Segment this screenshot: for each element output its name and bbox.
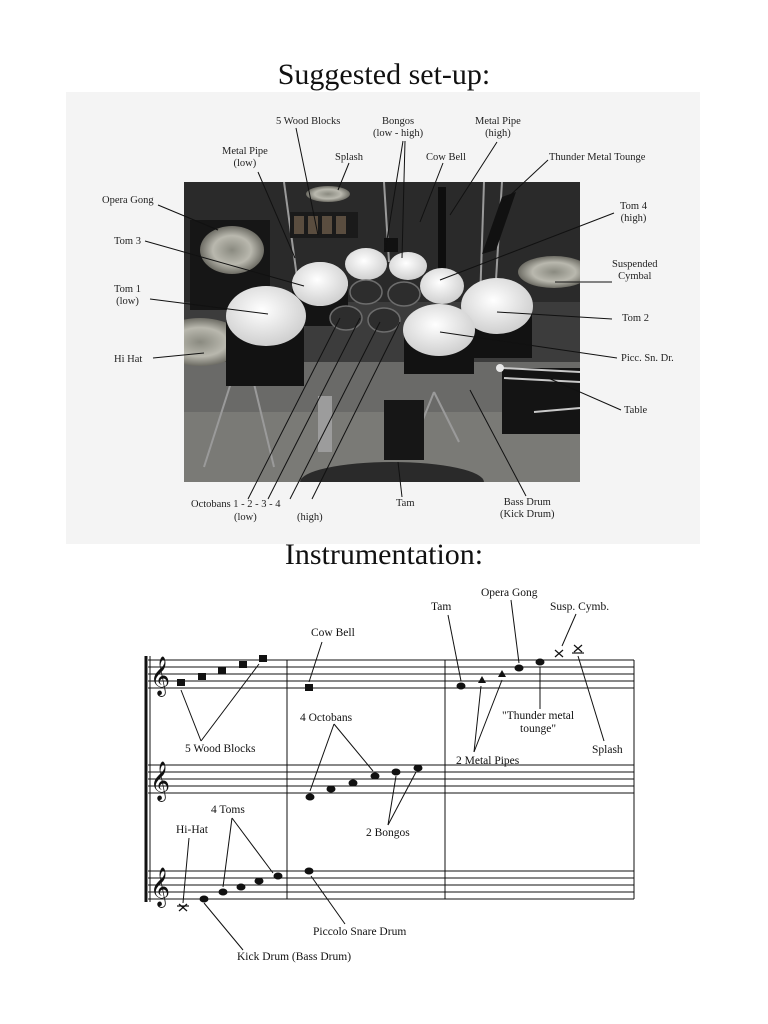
label-metal-pipe-low-line2: (low) — [233, 158, 257, 169]
label-tom1-line1: Tom 1 — [114, 284, 141, 295]
label-hi-hat: Hi Hat — [114, 354, 143, 365]
score-label-thunder-line2: tounge" — [520, 723, 557, 735]
label-tom1: Tom 1 (low) — [114, 284, 141, 308]
label-tom1-line2: (low) — [116, 296, 139, 307]
label-tom4-line2: (high) — [620, 213, 647, 224]
score-label-piccolo: Piccolo Snare Drum — [313, 926, 407, 938]
score-label-susp-cymb: Susp. Cymb. — [550, 601, 610, 613]
notes — [177, 655, 545, 903]
treble-clef-icon: 𝄞 — [150, 867, 170, 908]
staff-lines — [148, 659, 634, 900]
label-bongos: Bongos (low - high) — [373, 116, 423, 140]
score-label-bongos: 2 Bongos — [366, 827, 410, 839]
label-bongos-line1: Bongos — [382, 116, 415, 127]
score-label-metal-pipes: 2 Metal Pipes — [456, 755, 520, 767]
label-suspended-cymbal: Suspended Cymbal — [612, 259, 658, 283]
score-label-kick-drum: Kick Drum (Bass Drum) — [237, 951, 352, 963]
label-tom2: Tom 2 — [622, 313, 649, 324]
label-tom4-line1: Tom 4 — [620, 201, 647, 212]
label-opera-gong: Opera Gong — [102, 195, 154, 206]
label-picc-snare: Picc. Sn. Dr. — [621, 353, 674, 364]
score-label-thunder: "Thunder metal tounge" — [502, 710, 574, 736]
label-octobans-high: (high) — [297, 512, 323, 523]
score-label-toms: 4 Toms — [211, 804, 245, 816]
label-tom4: Tom 4 (high) — [620, 201, 647, 225]
label-bass-drum-line2: (Kick Drum) — [500, 509, 555, 520]
setup-heading: Suggested set-up: — [277, 58, 491, 91]
score-label-octobans: 4 Octobans — [300, 712, 353, 724]
label-suspended-cymbal-line2: Cymbal — [618, 271, 652, 282]
score-leader-lines — [180, 599, 605, 951]
treble-clef-icon: 𝄞 — [150, 656, 170, 697]
label-cow-bell: Cow Bell — [426, 152, 466, 163]
score-label-opera-gong: Opera Gong — [481, 587, 538, 599]
label-metal-pipe-low-line1: Metal Pipe — [222, 146, 268, 157]
score-label-hi-hat: Hi-Hat — [176, 824, 208, 836]
label-metal-pipe-high-line2: (high) — [485, 128, 511, 139]
label-tom3: Tom 3 — [114, 236, 141, 247]
score-label-thunder-line1: "Thunder metal — [502, 710, 575, 722]
label-tam: Tam — [396, 498, 415, 509]
label-bongos-line2: (low - high) — [373, 128, 424, 139]
label-octobans-low: (low) — [234, 512, 257, 523]
label-bass-drum: Bass Drum (Kick Drum) — [500, 497, 555, 521]
label-table: Table — [624, 405, 648, 416]
score-label-cow-bell: Cow Bell — [311, 627, 355, 639]
treble-clef-icon: 𝄞 — [150, 761, 170, 802]
score-label-tam: Tam — [431, 601, 452, 613]
score-label-splash: Splash — [592, 744, 623, 756]
instrumentation-heading: Instrumentation: — [284, 538, 484, 571]
label-splash: Splash — [335, 152, 364, 163]
barlines — [144, 656, 635, 902]
label-wood-blocks: 5 Wood Blocks — [276, 116, 341, 127]
label-bass-drum-line1: Bass Drum — [503, 497, 551, 508]
label-metal-pipe-high: Metal Pipe (high) — [475, 116, 521, 140]
score-label-wood-blocks: 5 Wood Blocks — [185, 743, 256, 755]
label-metal-pipe-high-line1: Metal Pipe — [475, 116, 521, 127]
label-metal-pipe-low: Metal Pipe (low) — [222, 146, 268, 170]
label-thunder-metal: Thunder Metal Tounge — [549, 152, 646, 163]
drum-kit-photo — [184, 182, 580, 482]
cymbal-noteheads — [177, 644, 584, 912]
label-octobans: Octobans 1 - 2 - 3 - 4 — [191, 499, 281, 510]
label-suspended-cymbal-line1: Suspended — [612, 259, 658, 270]
